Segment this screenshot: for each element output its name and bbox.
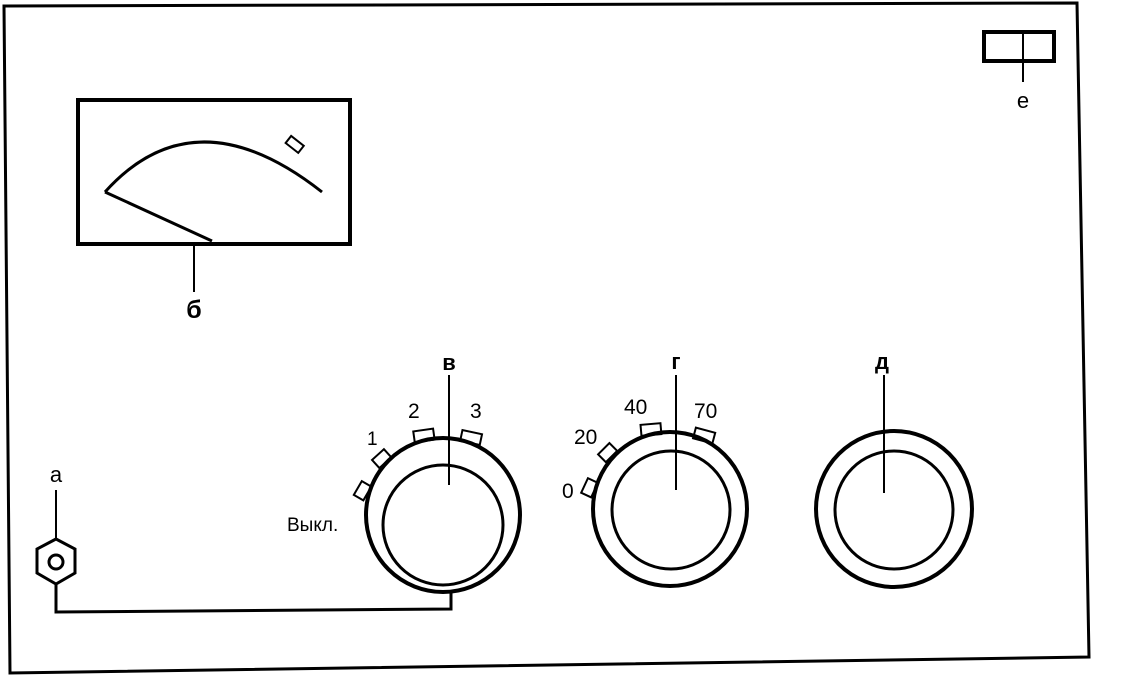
knob-g-scale-20: 20 — [574, 426, 597, 449]
terminal-hex-nut — [35, 537, 77, 586]
meter-needle — [104, 190, 213, 243]
label-g: г — [671, 349, 680, 374]
knob-g-detent-70 — [691, 426, 717, 445]
label-v: в — [442, 350, 456, 375]
panel-border — [2, 1, 1091, 675]
label-a: а — [50, 462, 63, 487]
knob-v-scale-2: 2 — [408, 400, 420, 423]
knob-v-detent-2 — [412, 427, 436, 444]
knob-v-scale-1: 1 — [367, 429, 378, 450]
knob-d-outer-ring — [814, 429, 974, 589]
knob-v-detent-3 — [458, 428, 484, 447]
knob-v-detent-off — [352, 479, 373, 502]
knob-v: в Выкл. 1 2 3 — [287, 350, 522, 594]
knob-v-outer-ring — [364, 436, 522, 594]
indicator-window: е — [982, 30, 1056, 113]
knob-v-inner — [381, 463, 505, 587]
knob-g-detent-40 — [639, 422, 663, 437]
knob-v-scale-off: Выкл. — [287, 515, 338, 536]
label-b: б — [186, 296, 201, 324]
knob-g-inner — [610, 449, 732, 571]
label-e: е — [1017, 88, 1029, 113]
knob-g: г 0 20 40 70 — [562, 349, 749, 588]
meter: б — [76, 98, 352, 324]
knob-d-inner — [833, 449, 955, 571]
knob-g-detent-0 — [579, 476, 600, 499]
knob-g-scale-70: 70 — [694, 400, 717, 423]
knob-v-detent-1 — [370, 447, 393, 470]
indicator-frame — [982, 30, 1056, 63]
knob-v-scale-3: 3 — [470, 400, 482, 423]
label-d: д — [875, 349, 889, 374]
meter-scale-mark — [284, 134, 306, 155]
knob-g-detent-20 — [596, 441, 619, 464]
meter-frame — [76, 98, 352, 246]
meter-scale-arc — [103, 140, 323, 194]
terminal-hole — [47, 553, 65, 571]
knob-g-scale-40: 40 — [624, 396, 647, 419]
terminal-wire — [54, 584, 453, 614]
knob-d: д — [814, 349, 974, 589]
terminal: а — [35, 462, 453, 614]
knob-g-scale-0: 0 — [562, 480, 574, 503]
knob-g-outer-ring — [591, 430, 749, 588]
